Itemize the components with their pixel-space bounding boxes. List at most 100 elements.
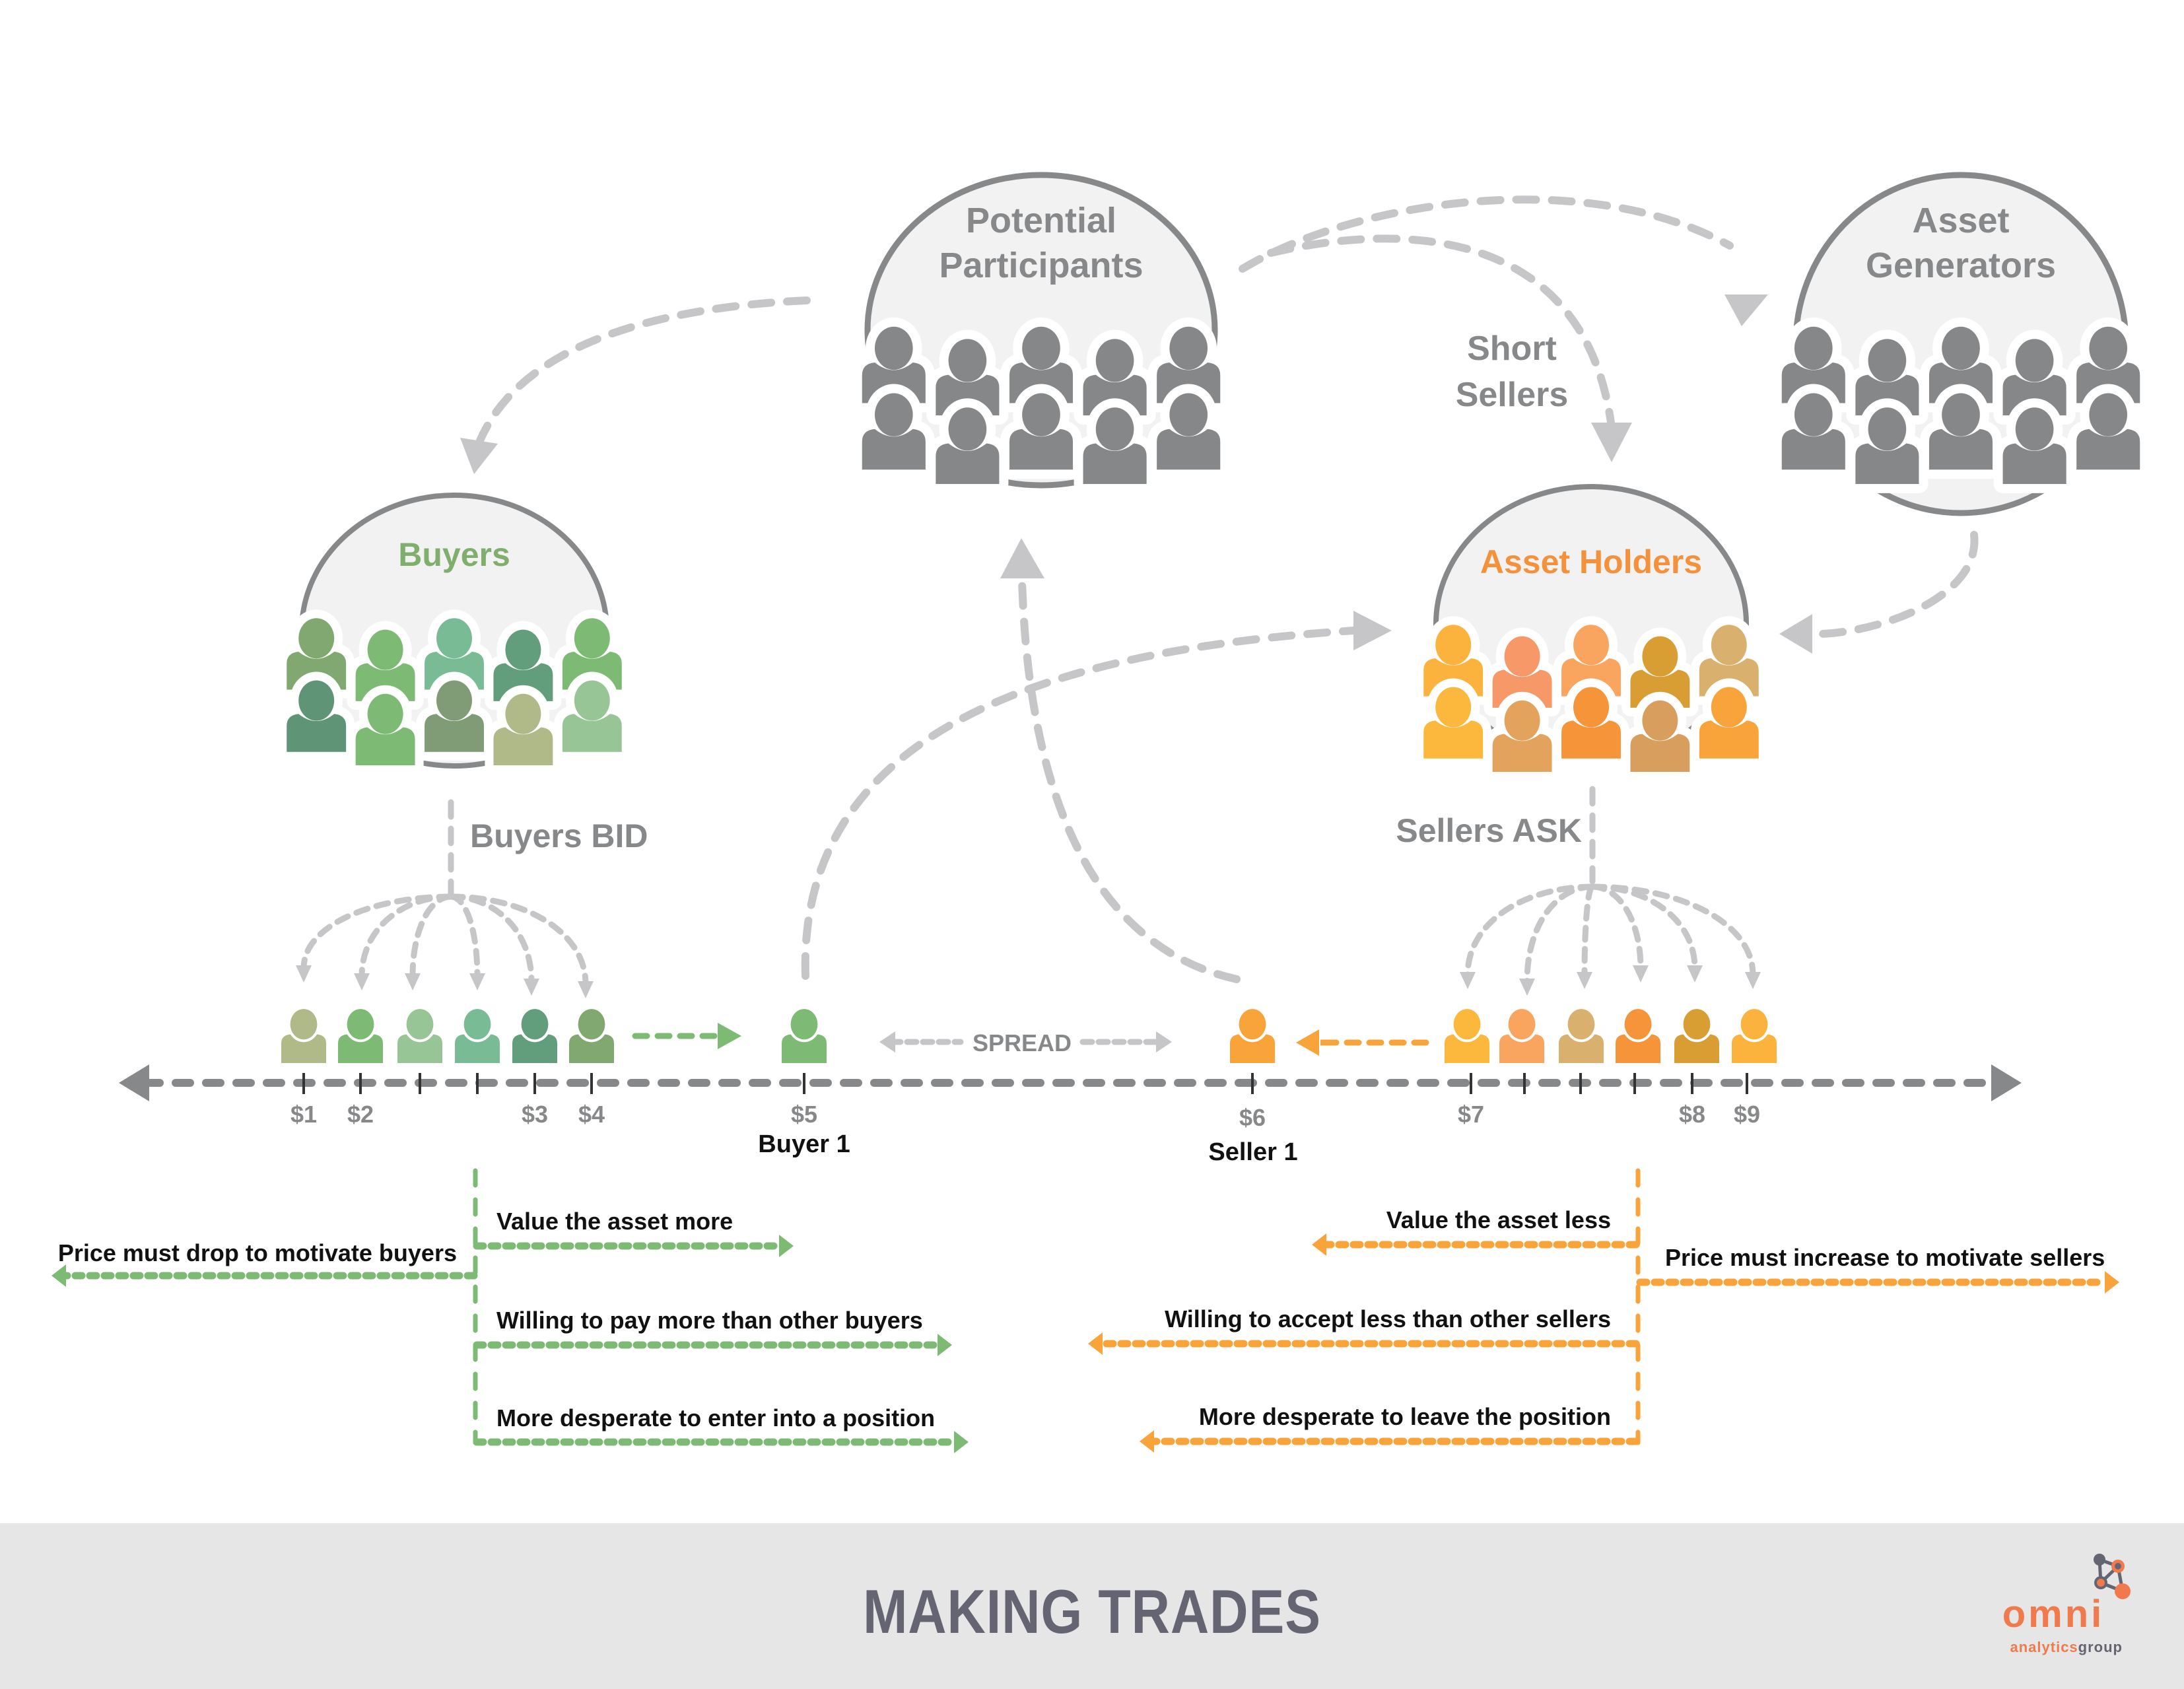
person-icon bbox=[1415, 678, 1492, 767]
arrowhead-icon bbox=[1577, 972, 1592, 989]
price-tick-label: $1 bbox=[290, 1101, 317, 1128]
person-icon bbox=[1484, 691, 1561, 781]
logo-word: omni bbox=[2002, 1593, 2105, 1636]
person-icon bbox=[1621, 691, 1699, 781]
buyer-trait-desperate-enter: More desperate to enter into a position bbox=[496, 1404, 935, 1431]
seller-icon bbox=[1616, 1006, 1660, 1063]
people-group-icon bbox=[1415, 616, 1767, 781]
fan-arrow bbox=[1589, 883, 1756, 978]
arrow-buyer1-to-holders bbox=[801, 627, 1357, 980]
arrow-left-icon bbox=[51, 1264, 66, 1287]
sellers-advance-arrow-icon bbox=[1296, 1029, 1319, 1056]
spread-indicator: SPREAD bbox=[879, 1029, 1172, 1056]
person-icon bbox=[1553, 678, 1629, 767]
arrow-potential-to-buyers bbox=[473, 296, 811, 453]
short-sellers-label-line1: Short bbox=[1467, 329, 1557, 368]
buyer-icon bbox=[455, 1006, 500, 1063]
arrowhead-icon bbox=[1460, 972, 1476, 989]
asset-generators-title-line1: Asset bbox=[1912, 201, 2009, 240]
person-icon bbox=[1920, 384, 2002, 479]
person-icon bbox=[852, 384, 935, 479]
buyer-trait-pay-more: Willing to pay more than other buyers bbox=[496, 1307, 923, 1334]
asset-generators-title-line2: Generators bbox=[1866, 246, 2056, 285]
people-group-icon bbox=[852, 317, 1230, 493]
logo-sub-analytics: analytics bbox=[2010, 1639, 2078, 1655]
arrowhead-icon bbox=[405, 973, 421, 990]
person-icon bbox=[2067, 384, 2150, 479]
person-icon bbox=[1772, 384, 1855, 479]
arrow-right-icon bbox=[954, 1431, 969, 1453]
flow-arrows bbox=[448, 195, 1979, 983]
arrow-left-icon bbox=[1140, 1430, 1154, 1453]
person-icon bbox=[1147, 384, 1230, 479]
arrow-right-icon bbox=[2105, 1271, 2119, 1293]
arrowhead-icon bbox=[460, 438, 498, 474]
buyer-icon bbox=[569, 1006, 614, 1063]
buyer1-icon bbox=[782, 1006, 827, 1063]
arrow-seller1-to-potential bbox=[1018, 577, 1241, 983]
person-icon bbox=[1074, 329, 1156, 425]
seller-traits: Value the asset less Price must increase… bbox=[1088, 1168, 2119, 1453]
person-icon bbox=[485, 621, 562, 710]
price-axis-ticks: $1$2$3$4$5$6$7$8$9 bbox=[290, 1073, 1760, 1131]
arrowhead-icon bbox=[578, 981, 594, 998]
buyer-icon bbox=[338, 1006, 383, 1063]
short-sellers-label-line2: Sellers bbox=[1456, 376, 1569, 414]
arrow-potential-to-holders-short bbox=[1267, 234, 1615, 427]
potential-participants-title-line2: Participants bbox=[939, 246, 1143, 285]
seller1-label: Seller 1 bbox=[1208, 1138, 1297, 1166]
asset-holders-group: Asset Holders bbox=[1415, 484, 1767, 781]
page-title: MAKING TRADES bbox=[863, 1577, 1321, 1646]
arrow-generators-to-holders bbox=[1818, 531, 1979, 638]
buyer-trait-value-more: Value the asset more bbox=[496, 1208, 733, 1235]
fan-arrow bbox=[1524, 883, 1596, 984]
fan-arrow bbox=[1581, 883, 1596, 978]
person-icon bbox=[1846, 398, 1928, 493]
people-group-icon bbox=[1772, 317, 2150, 493]
person-icon bbox=[553, 672, 631, 761]
seller-icon bbox=[1559, 1006, 1604, 1063]
asset-generators-group: Asset Generators bbox=[1772, 172, 2150, 516]
axis-left-arrow-icon bbox=[119, 1064, 149, 1101]
fan-arrow bbox=[448, 893, 589, 987]
footer-band: MAKING TRADES omni analyticsgroup bbox=[0, 1523, 2184, 1689]
person-icon bbox=[553, 609, 631, 699]
seller-trait-desperate-leave: More desperate to leave the position bbox=[1199, 1403, 1611, 1430]
person-icon bbox=[1993, 329, 2076, 425]
person-icon bbox=[485, 685, 562, 775]
fan-arrow bbox=[448, 893, 535, 984]
person-icon bbox=[1690, 678, 1767, 767]
seller-trait-price-increase: Price must increase to motivate sellers bbox=[1665, 1244, 2105, 1271]
arrowhead-icon bbox=[1519, 979, 1535, 996]
price-tick-label: $8 bbox=[1679, 1101, 1705, 1128]
price-axis-participants bbox=[281, 1006, 1777, 1063]
arrowhead-icon bbox=[1353, 611, 1392, 650]
person-icon bbox=[1074, 398, 1156, 493]
arrow-potential-to-generators bbox=[1239, 195, 1734, 273]
potential-participants-group: Potential Participants bbox=[852, 172, 1230, 493]
logo-sub: analyticsgroup bbox=[2010, 1639, 2123, 1655]
arrowhead-icon bbox=[1779, 614, 1812, 654]
arrow-left-icon bbox=[1088, 1332, 1103, 1355]
flow-arrowheads bbox=[460, 294, 1812, 654]
price-tick-label: $9 bbox=[1734, 1101, 1760, 1128]
people-group-icon bbox=[278, 609, 631, 775]
buyers-bid-fan bbox=[296, 893, 594, 998]
spread-left-arrow-icon bbox=[879, 1031, 895, 1052]
seller-icon bbox=[1445, 1006, 1489, 1063]
buyer-traits: Price must drop to motivate buyers Value… bbox=[51, 1168, 969, 1453]
person-icon bbox=[1690, 616, 1767, 705]
potential-participants-title-line1: Potential bbox=[966, 201, 1116, 240]
price-tick-label: $7 bbox=[1458, 1101, 1484, 1128]
buyers-title: Buyers bbox=[398, 536, 510, 573]
person-icon bbox=[347, 685, 424, 775]
fan-arrow bbox=[1464, 883, 1596, 978]
buyers-group: Buyers bbox=[278, 493, 631, 775]
spread-right-arrow-icon bbox=[1156, 1031, 1172, 1052]
buyer-trait-price-drop: Price must drop to motivate buyers bbox=[58, 1239, 457, 1266]
buyer1-label: Buyer 1 bbox=[758, 1130, 850, 1158]
arrowhead-icon bbox=[1745, 972, 1761, 989]
network-nodes-icon bbox=[2094, 1554, 2131, 1599]
sellers-ask-label: Sellers ASK bbox=[1396, 812, 1582, 849]
